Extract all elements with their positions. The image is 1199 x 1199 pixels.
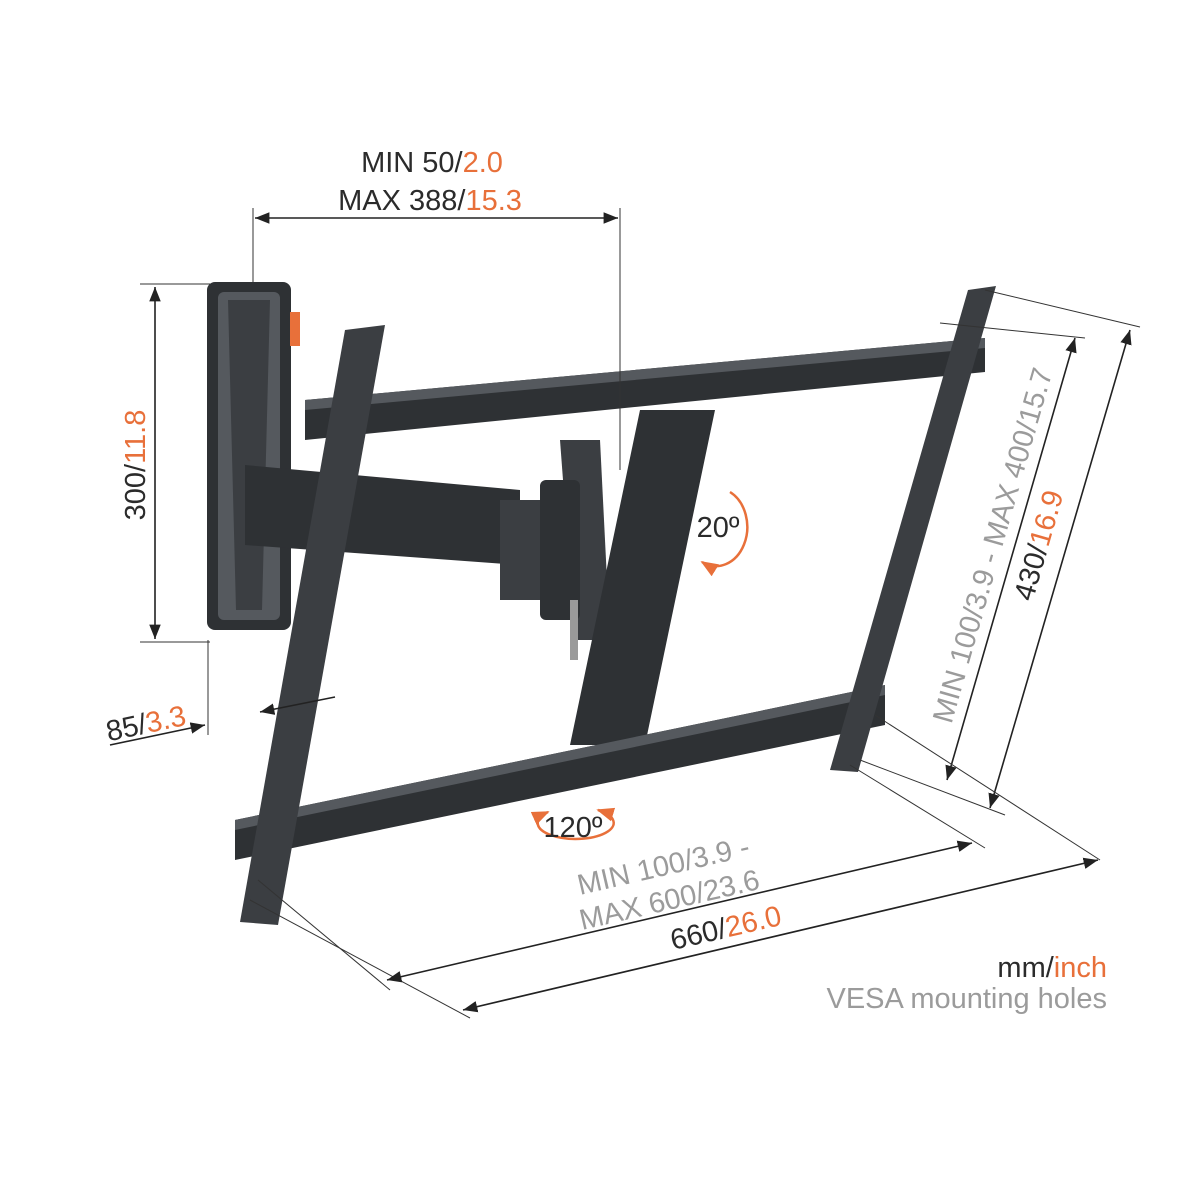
wall-plate-height-label: 300/11.8 — [120, 410, 152, 521]
dimension-lines — [109, 208, 1141, 1019]
tilt-bracket — [570, 410, 715, 745]
wall-mount-product — [207, 282, 996, 925]
orange-tab — [290, 312, 300, 346]
unit-legend: mm/inch — [997, 952, 1107, 984]
arm-extension-max: MAX 388/15.3 — [338, 185, 522, 217]
tilt-arrow-icon — [700, 490, 749, 577]
arm-extension-min: MIN 50/2.0 — [361, 147, 503, 179]
tilt-angle-label: 20º — [697, 512, 740, 544]
swivel-arrow-icon — [530, 807, 616, 841]
wall-distance-label: 85/3.3 — [103, 700, 189, 748]
swivel-angle-label: 120º — [544, 812, 603, 844]
vesa-legend: VESA mounting holes — [826, 983, 1107, 1015]
left-vertical-strip — [240, 325, 385, 925]
